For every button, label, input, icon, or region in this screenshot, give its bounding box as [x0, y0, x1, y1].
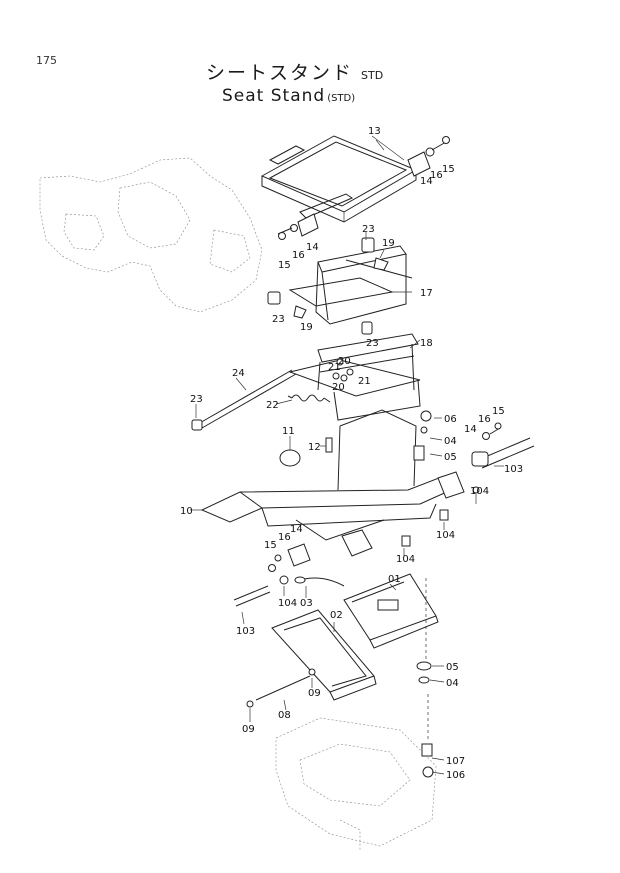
label-22: 22 [266, 400, 279, 411]
part-17-scissor-upper [267, 237, 413, 325]
label-14: 14 [420, 176, 433, 187]
label-20: 20 [332, 382, 345, 393]
bottom-base-sketch [275, 694, 437, 850]
label-23: 23 [362, 224, 375, 235]
label-15: 15 [492, 406, 505, 417]
label-15: 15 [442, 164, 455, 175]
label-08: 08 [278, 710, 291, 721]
label-24: 24 [232, 368, 245, 379]
label-103: 103 [504, 464, 523, 475]
part-24-rod [191, 369, 297, 431]
label-02: 02 [330, 610, 343, 621]
label-10: 10 [180, 506, 193, 517]
part-22-spring [287, 394, 331, 403]
background-machine-sketch [39, 157, 263, 313]
part-14-15-16-upper-left [277, 213, 319, 240]
label-14: 14 [290, 524, 303, 535]
label-13: 13 [368, 126, 381, 137]
label-21: 21 [358, 376, 371, 387]
label-04: 04 [446, 678, 459, 689]
label-05: 05 [444, 452, 457, 463]
title-english-text: Seat Stand [222, 86, 326, 106]
label-09: 09 [242, 724, 255, 735]
label-104: 104 [278, 598, 297, 609]
label-03: 03 [300, 598, 313, 609]
label-20: 20 [338, 356, 351, 367]
label-15: 15 [278, 260, 291, 271]
label-14: 14 [464, 424, 477, 435]
part-lower-left-fittings [233, 509, 449, 607]
part-labels: 13 15 16 14 23 14 16 15 19 17 23 19 23 1… [180, 126, 523, 781]
label-19: 19 [382, 238, 395, 249]
page-number: 175 [36, 54, 57, 67]
label-12: 12 [308, 442, 321, 453]
label-06: 06 [444, 414, 457, 425]
label-16: 16 [278, 532, 291, 543]
label-104: 104 [396, 554, 415, 565]
label-17: 17 [420, 288, 433, 299]
label-104: 104 [470, 486, 489, 497]
label-23: 23 [272, 314, 285, 325]
label-11: 11 [282, 426, 295, 437]
part-01-slide-rail [343, 573, 439, 649]
label-05: 05 [446, 662, 459, 673]
label-01: 01 [388, 574, 401, 585]
title-japanese-text: シートスタンド [206, 62, 354, 84]
label-21: 21 [328, 362, 341, 373]
label-23: 23 [190, 394, 203, 405]
label-104: 104 [436, 530, 455, 541]
label-16: 16 [478, 414, 491, 425]
part-10-base-frame [200, 409, 465, 557]
part-18-scissor-main [288, 321, 421, 421]
label-09: 09 [308, 688, 321, 699]
title-english-suffix: (STD) [327, 93, 356, 104]
title-japanese-suffix: STD [361, 69, 384, 82]
part-13-seat-frame [260, 135, 418, 223]
part-103-right-rod [471, 422, 535, 494]
label-14: 14 [306, 242, 319, 253]
label-16: 16 [292, 250, 305, 261]
label-16: 16 [430, 170, 443, 181]
label-106: 106 [446, 770, 465, 781]
part-14-15-16-upper-right [371, 135, 450, 177]
leader-lines [190, 139, 504, 775]
label-15: 15 [264, 540, 277, 551]
title-english: Seat Stand(STD) [222, 86, 355, 106]
part-11-cap [279, 449, 301, 467]
label-23: 23 [366, 338, 379, 349]
label-04: 04 [444, 436, 457, 447]
part-12-pin [325, 437, 333, 453]
label-107: 107 [446, 756, 465, 767]
part-08-rod [246, 668, 316, 708]
title-japanese: シートスタンド STD [206, 58, 383, 85]
label-18: 18 [420, 338, 433, 349]
part-03-lever [294, 576, 345, 587]
label-19: 19 [300, 322, 313, 333]
label-103: 103 [236, 626, 255, 637]
part-04-05-lower-washers [416, 578, 432, 684]
